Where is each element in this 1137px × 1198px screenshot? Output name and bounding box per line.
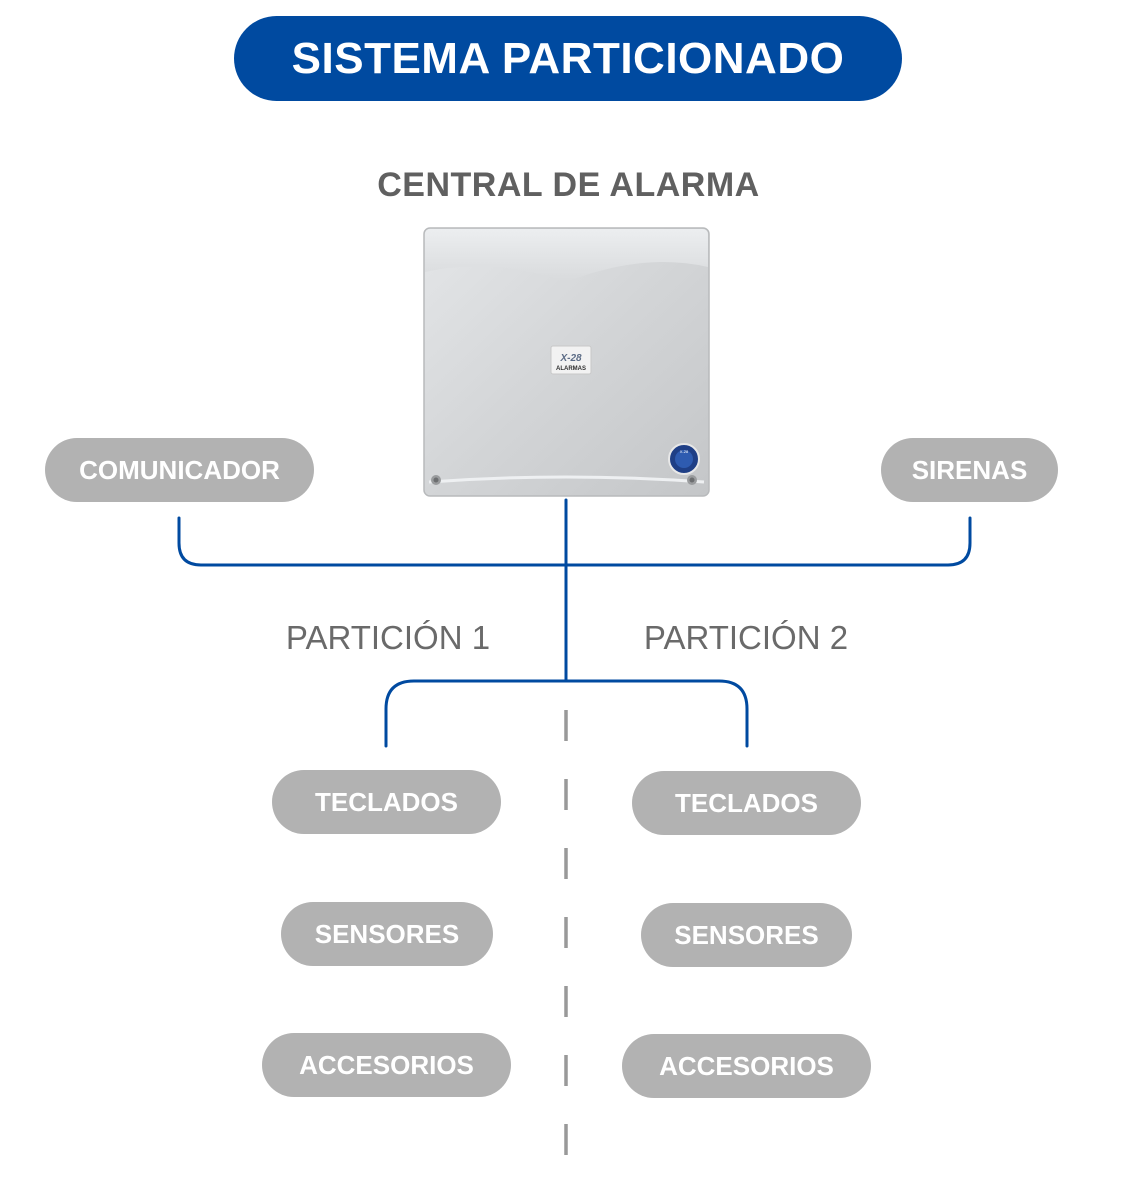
page-title: SISTEMA PARTICIONADO (234, 16, 902, 101)
partition-2-label: PARTICIÓN 2 (643, 619, 849, 656)
partition-branch (384, 679, 749, 748)
device-seal: X-28 (680, 449, 689, 454)
central-label: CENTRAL DE ALARMA (377, 166, 760, 204)
sirenas-label: SIRENAS (911, 454, 1028, 485)
partition-2-sensores: SENSORES (641, 903, 852, 967)
bus-line (177, 516, 972, 567)
partition-1-teclados-label: TECLADOS (315, 786, 458, 817)
comunicador-node: COMUNICADOR (45, 438, 314, 502)
partition-2-teclados: TECLADOS (632, 771, 861, 835)
partition-2-teclados-label: TECLADOS (675, 787, 818, 818)
device-logo: X-28 (559, 353, 582, 364)
alarm-panel-image: X-28 ALARMAS X-28 (423, 227, 710, 497)
partition-1-teclados: TECLADOS (272, 770, 501, 834)
device-brand: ALARMAS (556, 366, 586, 372)
partition-1-sensores-label: SENSORES (314, 918, 460, 949)
partition-2-accesorios: ACCESORIOS (622, 1034, 871, 1098)
partition-2-accesorios-label: ACCESORIOS (659, 1050, 834, 1081)
partition-1-label: PARTICIÓN 1 (285, 619, 491, 656)
partition-2-sensores-label: SENSORES (674, 919, 819, 950)
comunicador-label: COMUNICADOR (79, 454, 280, 485)
partition-1-accesorios: ACCESORIOS (262, 1033, 511, 1097)
sirenas-node: SIRENAS (881, 438, 1058, 502)
partition-1-sensores: SENSORES (281, 902, 493, 966)
partition-1-accesorios-label: ACCESORIOS (299, 1049, 474, 1080)
